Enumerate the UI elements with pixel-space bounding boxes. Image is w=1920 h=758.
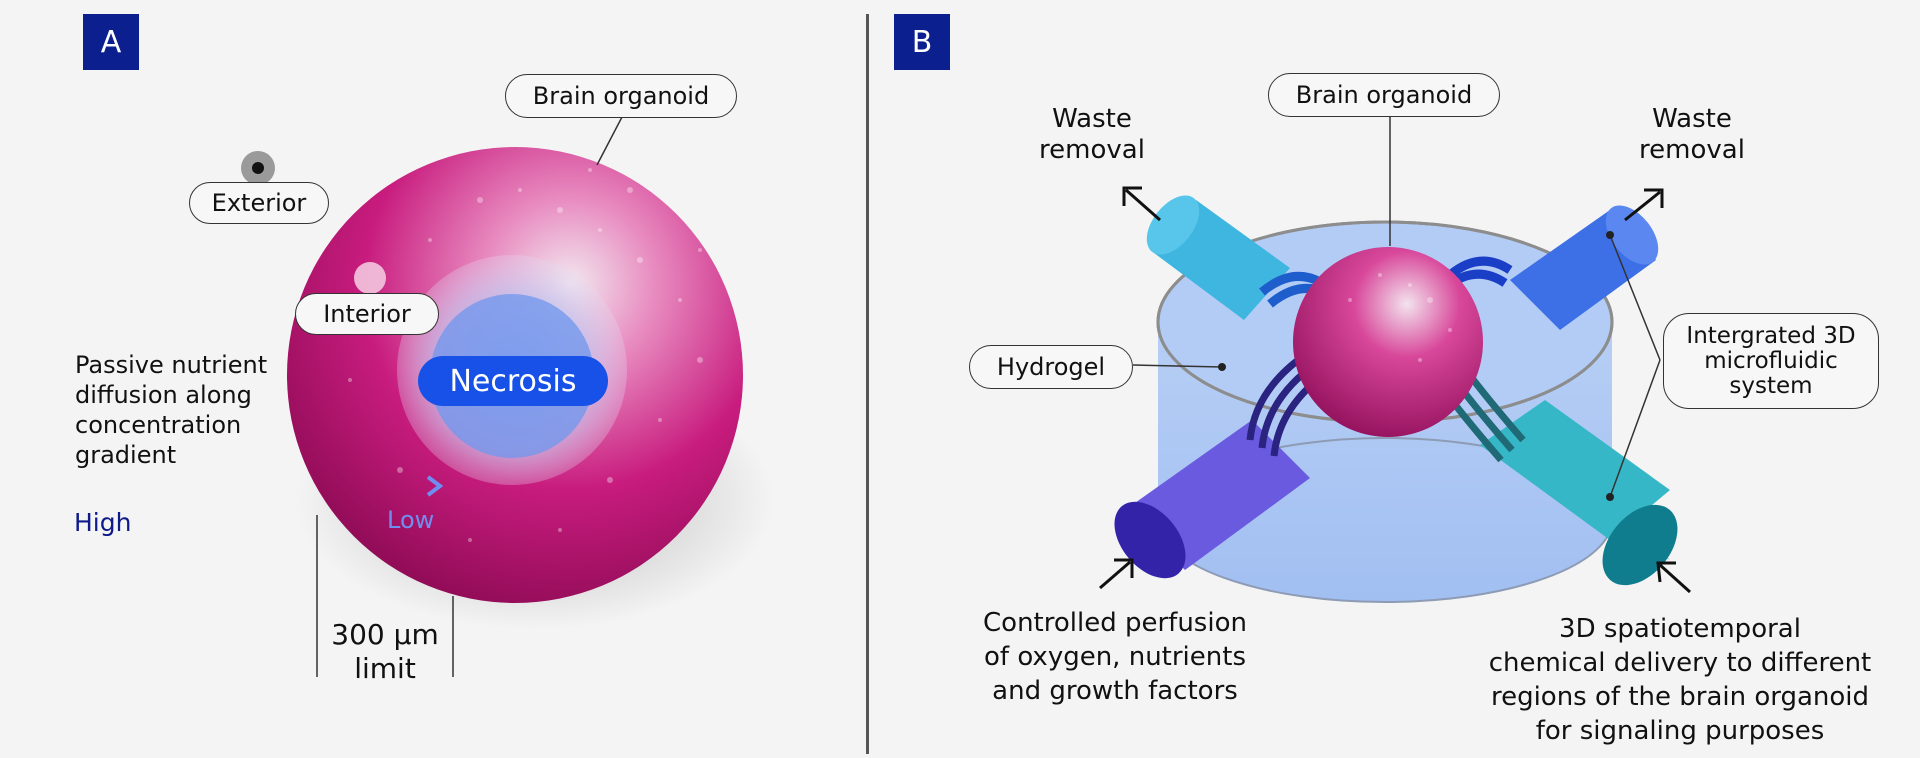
limit-line-1: 300 µm [331, 618, 439, 651]
panel-divider [866, 14, 869, 754]
waste-right-line-1: Waste [1652, 104, 1732, 134]
high-label: High [74, 508, 132, 537]
diffusion-line-1: Passive nutrient [75, 351, 268, 379]
delivery-line-3: regions of the brain organoid [1490, 682, 1870, 712]
waste-right-line-2: removal [1639, 135, 1745, 165]
waste-removal-left: Waste removal [1032, 104, 1152, 166]
microfluidic-label: Intergrated 3D microfluidic system [1663, 313, 1879, 409]
delivery-line-4: for signaling purposes [1535, 716, 1825, 746]
organoid-sphere-b [1293, 247, 1483, 437]
waste-left-line-2: removal [1039, 135, 1145, 165]
tube-top-left [1146, 195, 1331, 320]
diffusion-line-4: gradient [75, 441, 177, 469]
brain-organoid-label-a: Brain organoid [505, 74, 737, 118]
low-label: Low [387, 506, 435, 534]
diffusion-line-3: concentration [75, 411, 242, 439]
waste-removal-right: Waste removal [1632, 104, 1752, 166]
perfusion-text: Controlled perfusion of oxygen, nutrient… [960, 606, 1270, 708]
panel-b-badge: B [894, 14, 950, 70]
diffusion-text: Passive nutrient diffusion along concent… [75, 350, 267, 470]
perfusion-line-3: and growth factors [992, 676, 1238, 706]
exterior-label: Exterior [189, 182, 329, 224]
brain-organoid-label-b: Brain organoid [1268, 73, 1500, 117]
perfusion-line-1: Controlled perfusion [983, 608, 1247, 638]
tube-top-right [1442, 205, 1659, 330]
delivery-line-2: chemical delivery to different [1488, 648, 1872, 678]
limit-line-2: limit [354, 652, 416, 685]
microfluidic-line-3: system [1729, 372, 1813, 399]
delivery-text: 3D spatiotemporal chemical delivery to d… [1460, 612, 1900, 748]
delivery-line-1: 3D spatiotemporal [1559, 614, 1801, 644]
hydrogel-label: Hydrogel [969, 345, 1133, 389]
waste-left-line-1: Waste [1052, 104, 1132, 134]
microfluidic-line-1: Intergrated 3D [1686, 322, 1856, 349]
limit-label: 300 µm limit [318, 618, 452, 686]
interior-label: Interior [295, 293, 439, 335]
microfluidic-line-2: microfluidic [1704, 347, 1838, 374]
necrosis-label: Necrosis [418, 356, 608, 406]
diffusion-line-2: diffusion along [75, 381, 252, 409]
perfusion-line-2: of oxygen, nutrients [984, 642, 1246, 672]
panel-a-badge: A [83, 14, 139, 70]
